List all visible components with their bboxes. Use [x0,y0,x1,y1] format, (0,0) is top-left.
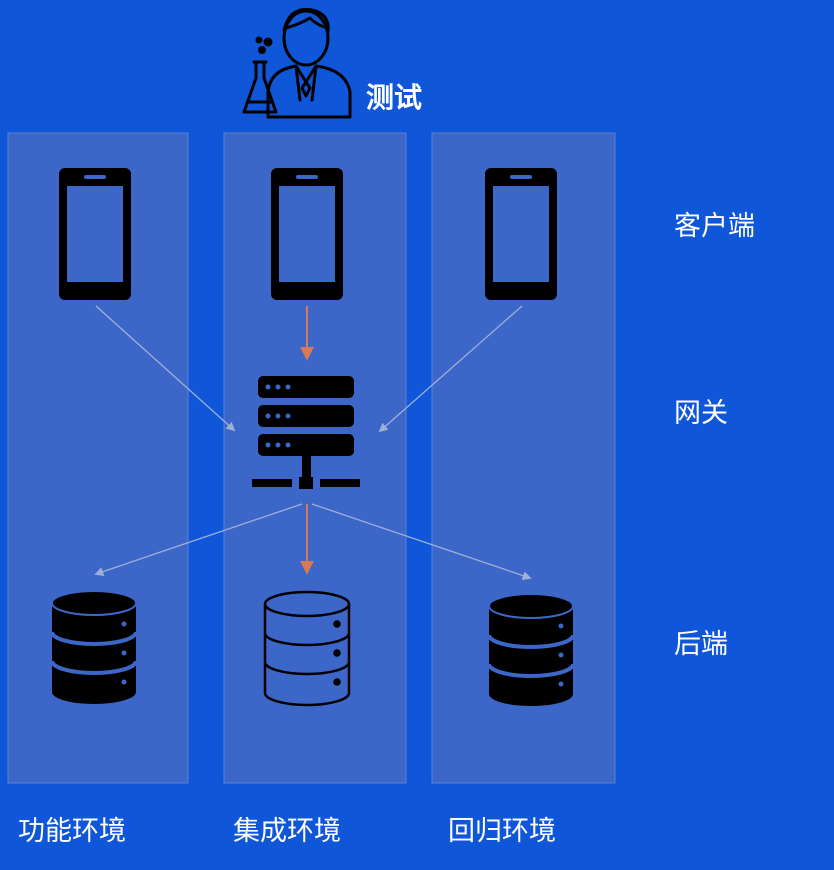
arrow-regression-to-gateway [378,305,523,433]
database-icon [263,590,351,707]
arrow-gateway-to-regression-db [311,503,532,580]
server-icon [252,376,360,489]
database-icon [487,593,575,706]
scientist-icon [242,7,352,119]
env-label-functional: 功能环境 [18,816,126,847]
layer-label-backend: 后端 [674,629,728,660]
tester-label: 测试 [366,81,422,114]
smartphone-icon [485,168,557,300]
env-label-regression: 回归环境 [448,816,556,847]
layer-label-client: 客户端 [674,211,755,242]
arrow-functional-to-gateway [95,305,236,432]
arrow-gateway-to-functional-db [94,503,303,576]
smartphone-icon [59,168,131,300]
smartphone-icon [271,168,343,300]
layer-label-gateway: 网关 [674,398,728,429]
env-label-integration: 集成环境 [233,816,341,847]
database-icon [50,590,138,704]
